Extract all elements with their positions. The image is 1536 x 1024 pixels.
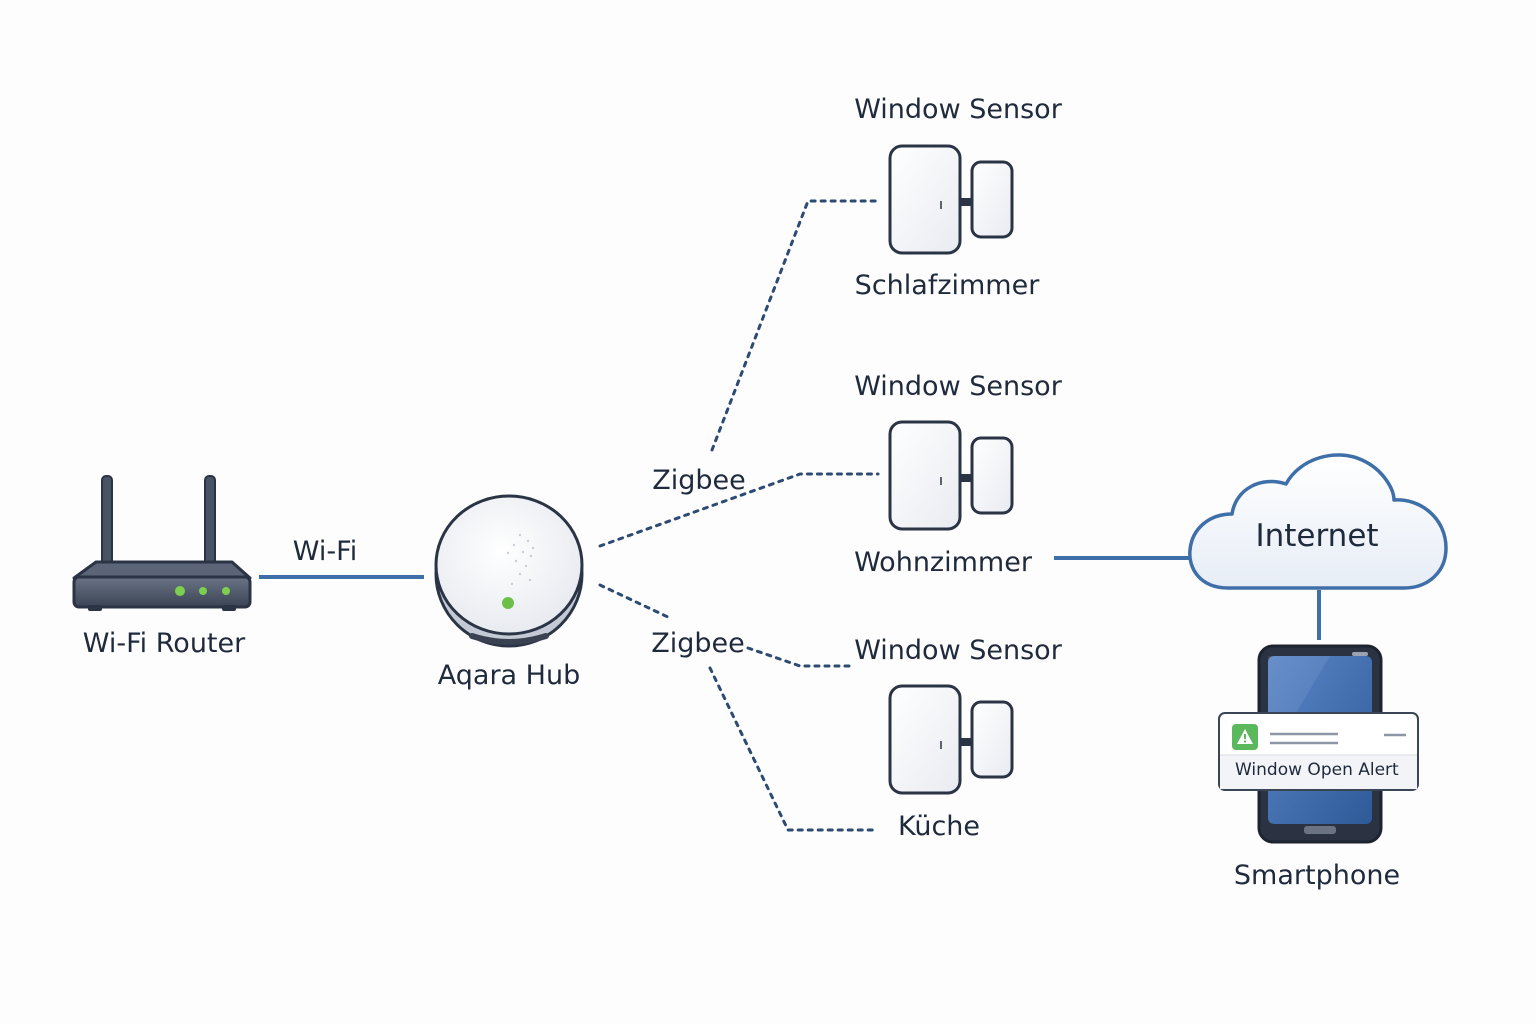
- sensor-room-kueche: Küche: [897, 811, 981, 842]
- zigbee-link-kueche-a: [598, 583, 672, 620]
- sensor-room-wohnzimmer: Wohnzimmer: [854, 547, 1032, 578]
- zigbee-link-schlafzimmer: [710, 199, 880, 452]
- zigbee-label-upper: Zigbee: [652, 465, 746, 496]
- zigbee-link-kueche-b: [746, 646, 854, 668]
- sensor-room-schlafzimmer: Schlafzimmer: [854, 270, 1040, 301]
- router-icon: [72, 475, 252, 611]
- cloud-icon: [1188, 453, 1448, 590]
- sensor-title-kueche: Window Sensor: [854, 635, 1062, 666]
- wifi-link-label: Wi-Fi: [292, 536, 358, 567]
- window-sensor-icon-kueche: [888, 684, 1014, 795]
- hub-label: Aqara Hub: [437, 660, 581, 691]
- alert-icon: [1232, 724, 1258, 750]
- window-sensor-icon-wohnzimmer: [888, 420, 1014, 531]
- zigbee-links: [598, 199, 880, 832]
- hub-icon: [434, 494, 584, 648]
- zigbee-label-lower: Zigbee: [651, 628, 745, 659]
- router-label: Wi-Fi Router: [82, 628, 246, 659]
- sensor-title-schlafzimmer: Window Sensor: [854, 94, 1062, 125]
- internet-label: Internet: [1255, 518, 1379, 554]
- notification-card: [1218, 712, 1419, 791]
- notification-title: Window Open Alert: [1235, 760, 1399, 780]
- zigbee-link-kueche-c: [708, 666, 880, 832]
- smartphone-label: Smartphone: [1233, 860, 1401, 891]
- zigbee-link-wohnzimmer: [598, 472, 880, 548]
- window-sensor-icon-schlafzimmer: [888, 144, 1014, 255]
- sensor-title-wohnzimmer: Window Sensor: [854, 371, 1062, 402]
